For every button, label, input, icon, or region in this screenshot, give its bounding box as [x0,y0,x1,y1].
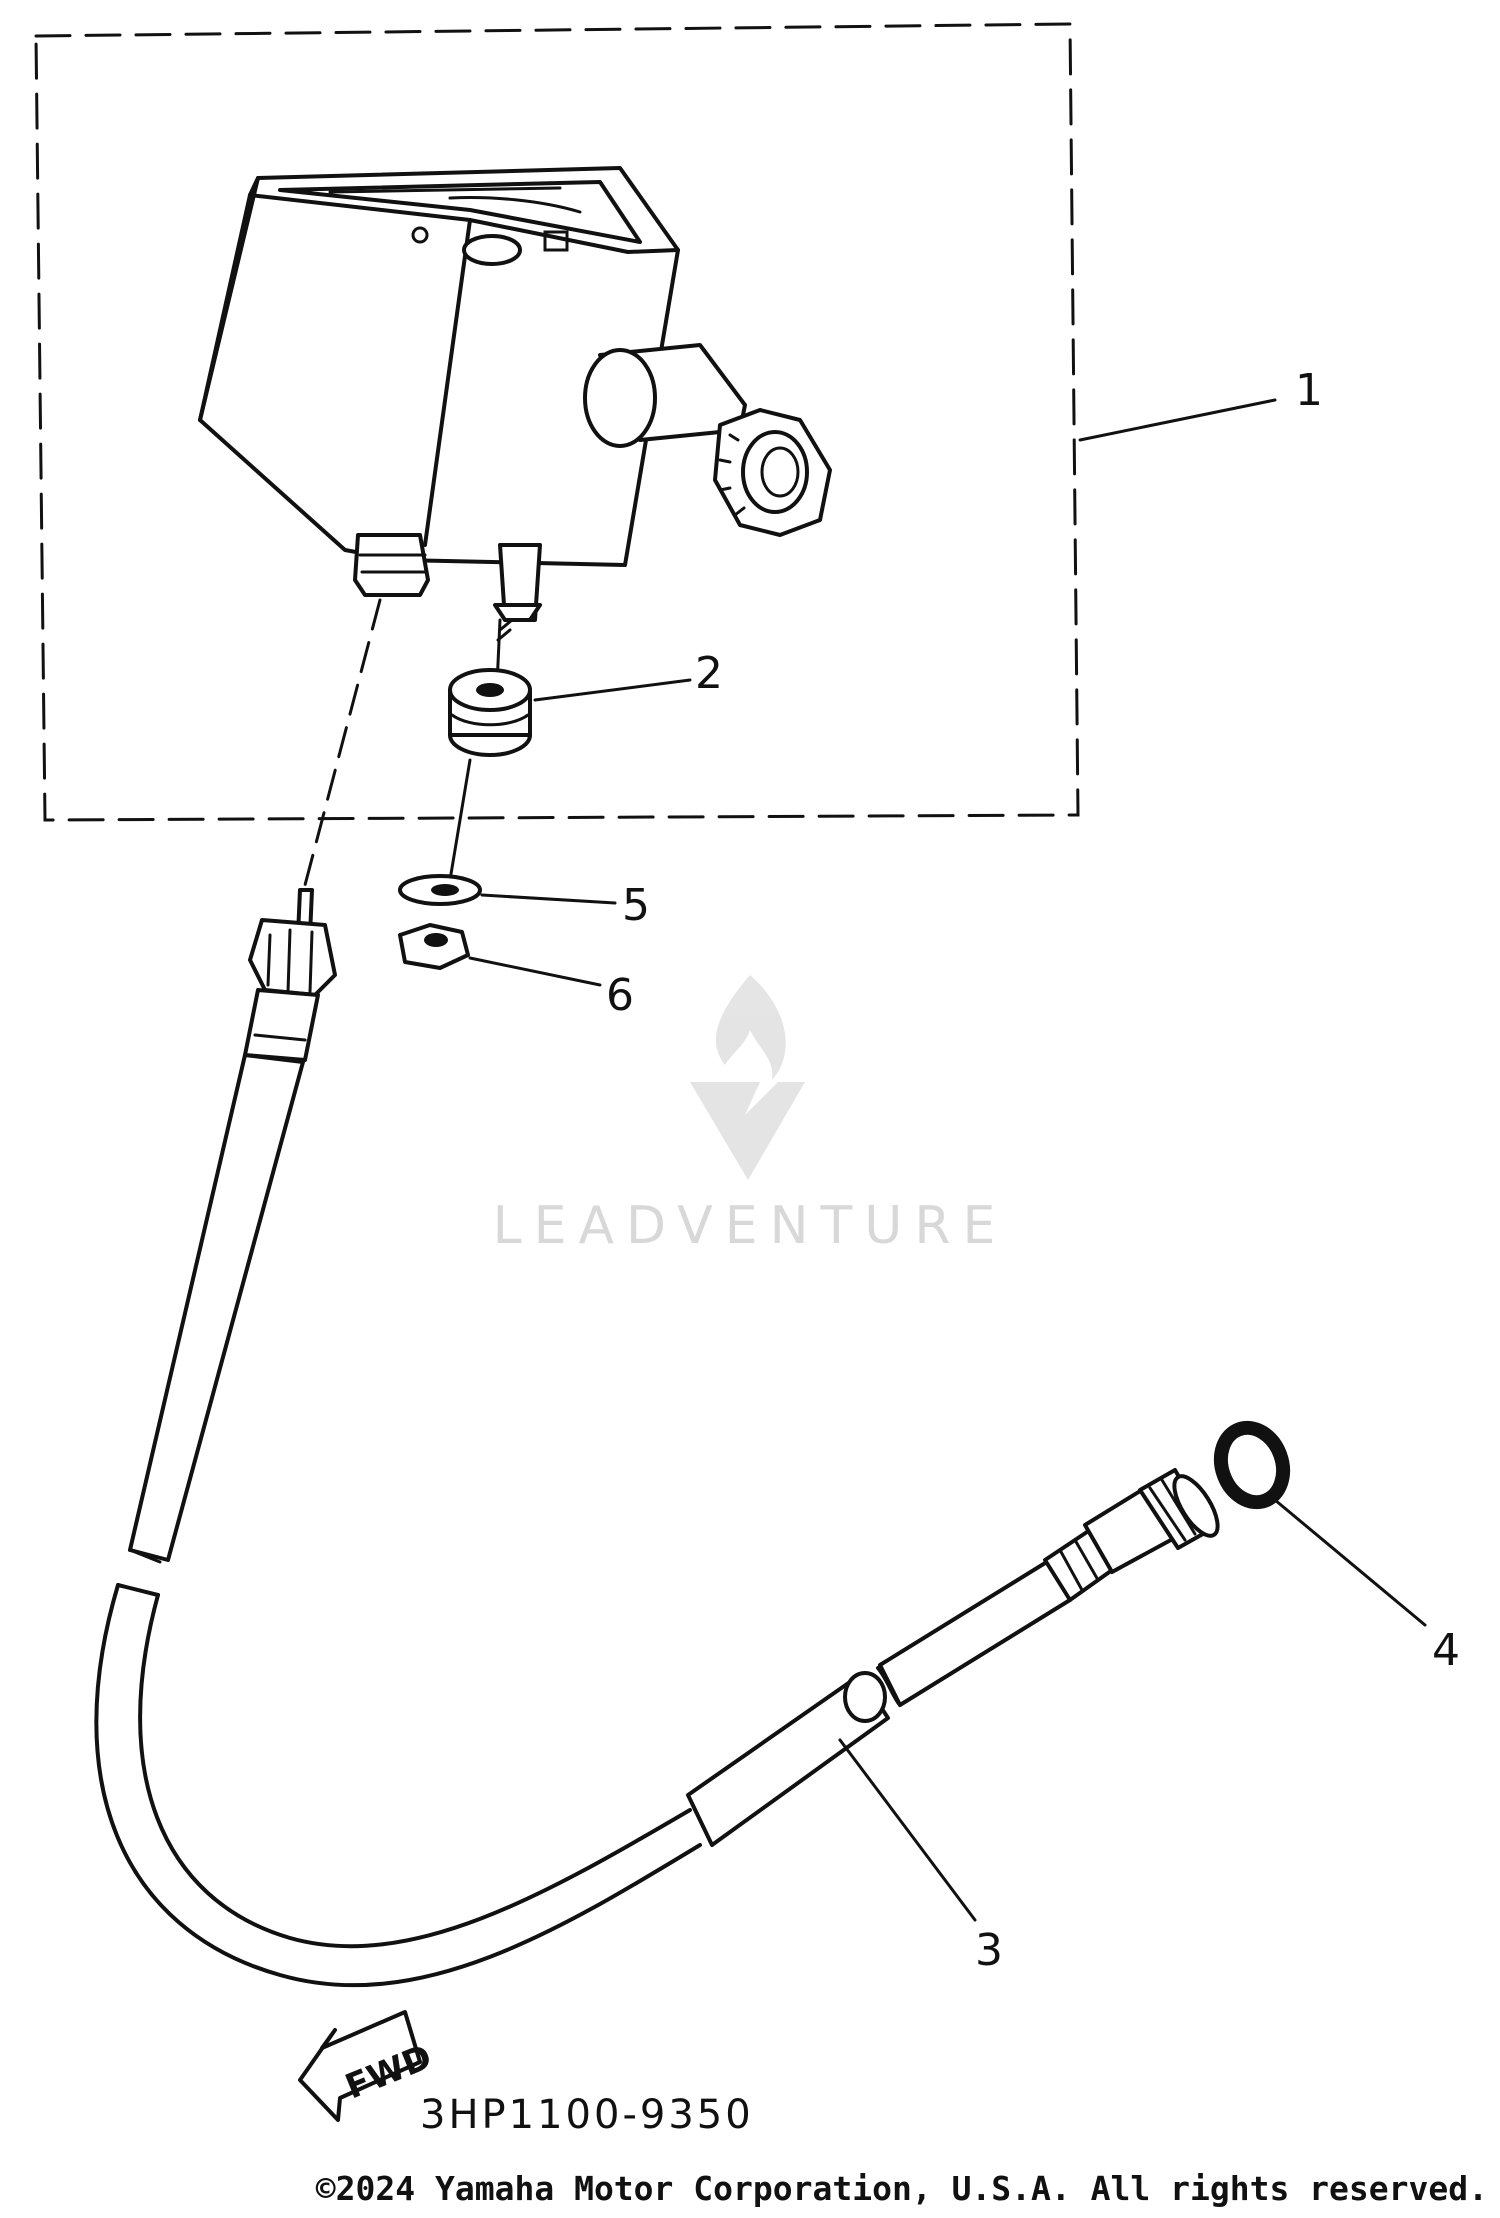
speedometer-assembly [198,166,832,642]
watermark: LEADVENTURE [493,975,1008,1256]
callout-3: 3 [975,1925,1003,1976]
grommet [448,668,532,757]
watermark-v-icon [690,1082,805,1180]
o-ring [1213,1420,1291,1510]
washer [398,874,482,906]
copyright-notice: ©2024 Yamaha Motor Corporation, U.S.A. A… [316,2169,1488,2208]
mounting-stud [498,543,542,622]
cable-fitting [353,533,430,597]
callout-6: 6 [606,970,634,1021]
callout-2: 2 [695,648,723,699]
meter-cable [94,598,1220,1988]
odometer-reset-knob [462,234,522,266]
fwd-arrow-icon: FWD [298,2010,437,2122]
cable-upper-nut [248,918,337,997]
assembly-dashed-box [34,22,1080,822]
cable-sleeve [686,1673,890,1847]
part-code: 3HP1100-9350 [420,2092,754,2138]
nut [398,923,470,970]
watermark-text: LEADVENTURE [493,1196,1008,1256]
callout-4: 4 [1432,1625,1460,1676]
watermark-flame-icon [715,975,786,1080]
callout-1: 1 [1295,365,1323,416]
speedometer-face [278,180,642,244]
callout-5: 5 [622,880,650,931]
